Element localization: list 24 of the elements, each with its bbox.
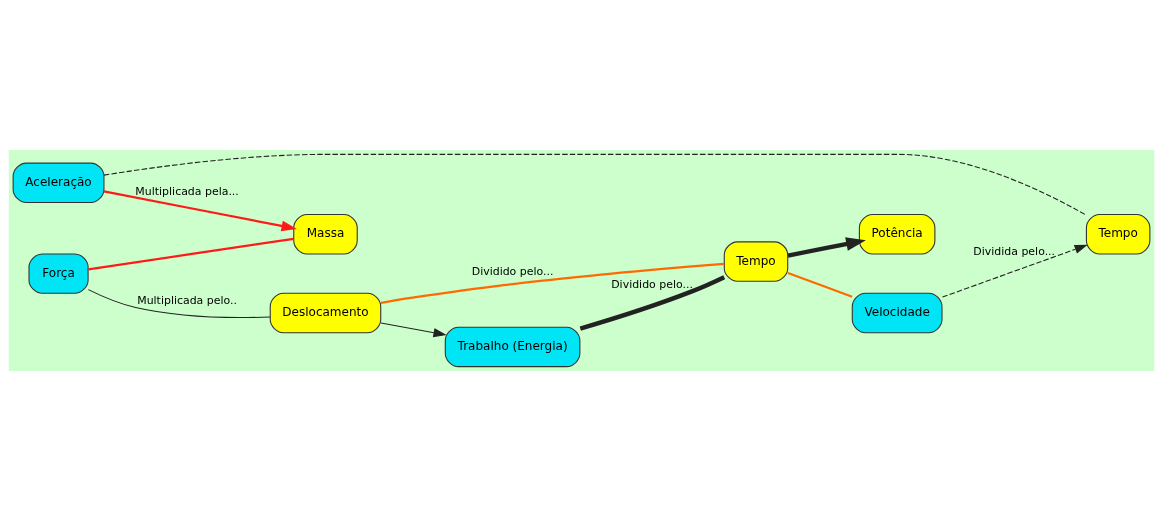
node-box: Tempo	[1085, 213, 1151, 254]
connector	[103, 153, 1087, 216]
edge-label: Dividida pelo...	[973, 244, 1056, 258]
edge-label: Dividido pelo...	[471, 264, 554, 278]
node-box: Potência	[858, 213, 936, 254]
node-box: Velocidade	[851, 292, 943, 333]
arrow	[787, 236, 866, 258]
node-box: Tempo	[723, 240, 789, 282]
edge-label: Multiplicada pela...	[135, 184, 239, 198]
edge-label: Dividido pelo...	[611, 277, 693, 291]
connector	[787, 271, 853, 298]
connector	[579, 274, 726, 331]
node-box: Força	[28, 252, 89, 294]
arrow	[380, 321, 447, 337]
node-box: Massa	[293, 213, 358, 254]
arrow	[103, 189, 297, 231]
arrow	[941, 244, 1088, 298]
connector	[380, 262, 725, 304]
connector	[88, 237, 294, 270]
connector	[87, 288, 271, 318]
edge-label: Multiplicada pelo..	[137, 293, 237, 307]
node-box: Aceleração	[12, 162, 105, 203]
node-box: Trabalho (Energia)	[444, 326, 581, 367]
node-box: Deslocamento	[269, 292, 382, 333]
